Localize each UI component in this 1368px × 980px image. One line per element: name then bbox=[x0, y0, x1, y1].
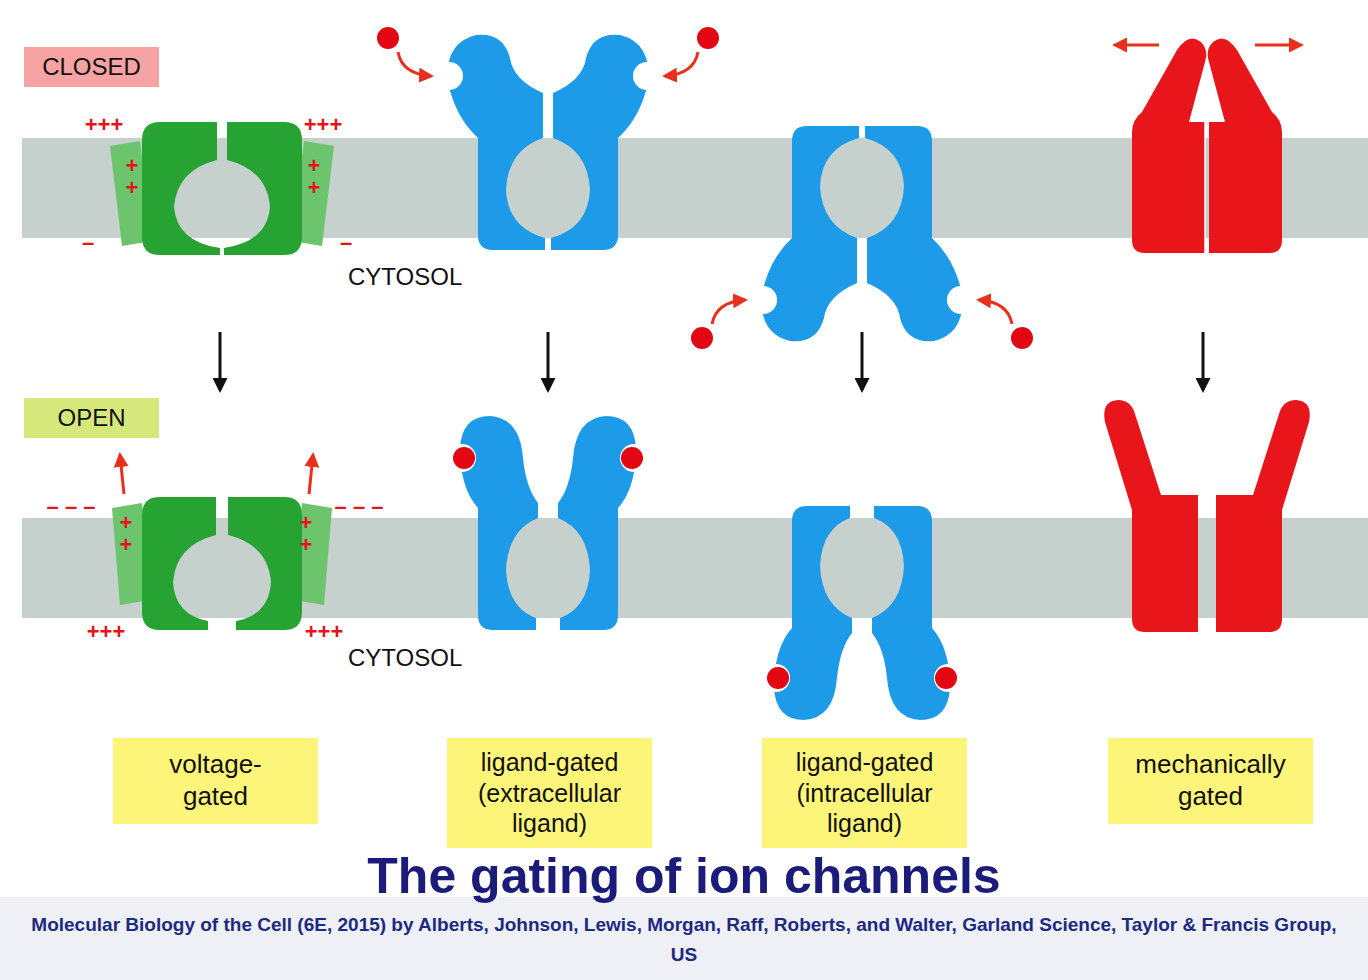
channel bbox=[142, 497, 302, 630]
mechanically-gated-open bbox=[1104, 400, 1310, 632]
title: The gating of ion channels bbox=[0, 851, 1368, 901]
channel bbox=[142, 122, 302, 255]
channel-half bbox=[762, 506, 852, 720]
channel-half bbox=[228, 497, 302, 630]
channel-half bbox=[1216, 400, 1310, 632]
charge-sign: – – – bbox=[38, 496, 104, 518]
seam bbox=[1204, 122, 1206, 253]
charge-sign: + + bbox=[306, 155, 322, 199]
channel-half bbox=[691, 126, 859, 349]
channel-type-label: ligand-gated (extracellular ligand) bbox=[455, 747, 645, 839]
state-label: CLOSED bbox=[42, 52, 141, 81]
charge-sign: – bbox=[336, 232, 356, 254]
channel-type-label: ligand-gated (intracellular ligand) bbox=[770, 747, 960, 839]
ligand-gated-intracellular-closed bbox=[691, 126, 1033, 349]
ligand-gated-intracellular-open bbox=[762, 506, 962, 720]
channel-half bbox=[865, 126, 1033, 349]
channel-type-box: ligand-gated (intracellular ligand) bbox=[762, 738, 967, 848]
channel-half bbox=[1208, 38, 1282, 253]
charge-sign: +++ bbox=[294, 621, 354, 643]
charge-sign: + + bbox=[124, 155, 140, 199]
channel-half bbox=[1104, 400, 1198, 632]
movement-arrow bbox=[309, 455, 313, 494]
channel-type-label: voltage-gated bbox=[151, 749, 281, 812]
caption-band bbox=[0, 897, 1368, 980]
channel-half bbox=[1132, 38, 1206, 253]
charge-sign: + + bbox=[298, 512, 314, 556]
channel-half bbox=[448, 416, 538, 630]
channel-half bbox=[551, 27, 719, 250]
region-label: CYTOSOL bbox=[348, 263, 462, 291]
charge-sign: – – – bbox=[326, 496, 392, 518]
channel-half bbox=[142, 497, 216, 630]
channel-type-label: mechanically gated bbox=[1116, 749, 1306, 812]
region-label: CYTOSOL bbox=[348, 644, 462, 672]
mechanically-gated-closed bbox=[1115, 38, 1301, 253]
caption: Molecular Biology of the Cell (6E, 2015)… bbox=[24, 910, 1344, 970]
state-tag: CLOSED bbox=[24, 47, 159, 87]
channel-half bbox=[224, 122, 302, 255]
channel-half bbox=[558, 416, 648, 630]
transition-arrow bbox=[1202, 332, 1205, 390]
voltage-gated-closed bbox=[110, 122, 334, 255]
ligand-gated-extracellular-open bbox=[448, 416, 648, 630]
state-label: OPEN bbox=[57, 403, 125, 432]
charge-sign: – bbox=[78, 232, 98, 254]
channel-type-box: ligand-gated (extracellular ligand) bbox=[447, 738, 652, 848]
transition-arrow bbox=[219, 332, 222, 390]
ligand-gated-extracellular-closed bbox=[377, 27, 719, 250]
transition-arrow bbox=[547, 332, 550, 390]
channel-half bbox=[377, 27, 545, 250]
charge-sign: +++ bbox=[74, 114, 134, 136]
voltage-gated-open bbox=[112, 455, 332, 630]
channel-type-box: mechanically gated bbox=[1108, 738, 1313, 824]
charge-sign: + + bbox=[118, 512, 134, 556]
movement-arrow bbox=[120, 455, 124, 494]
state-tag: OPEN bbox=[24, 398, 159, 438]
force-arrow bbox=[1255, 44, 1301, 47]
transition-arrow bbox=[861, 332, 864, 390]
channel-half bbox=[142, 122, 220, 255]
charge-sign: +++ bbox=[293, 114, 353, 136]
channel-half bbox=[872, 506, 962, 720]
charge-sign: +++ bbox=[76, 621, 136, 643]
channel-type-box: voltage-gated bbox=[113, 738, 318, 824]
force-arrow bbox=[1115, 44, 1159, 47]
